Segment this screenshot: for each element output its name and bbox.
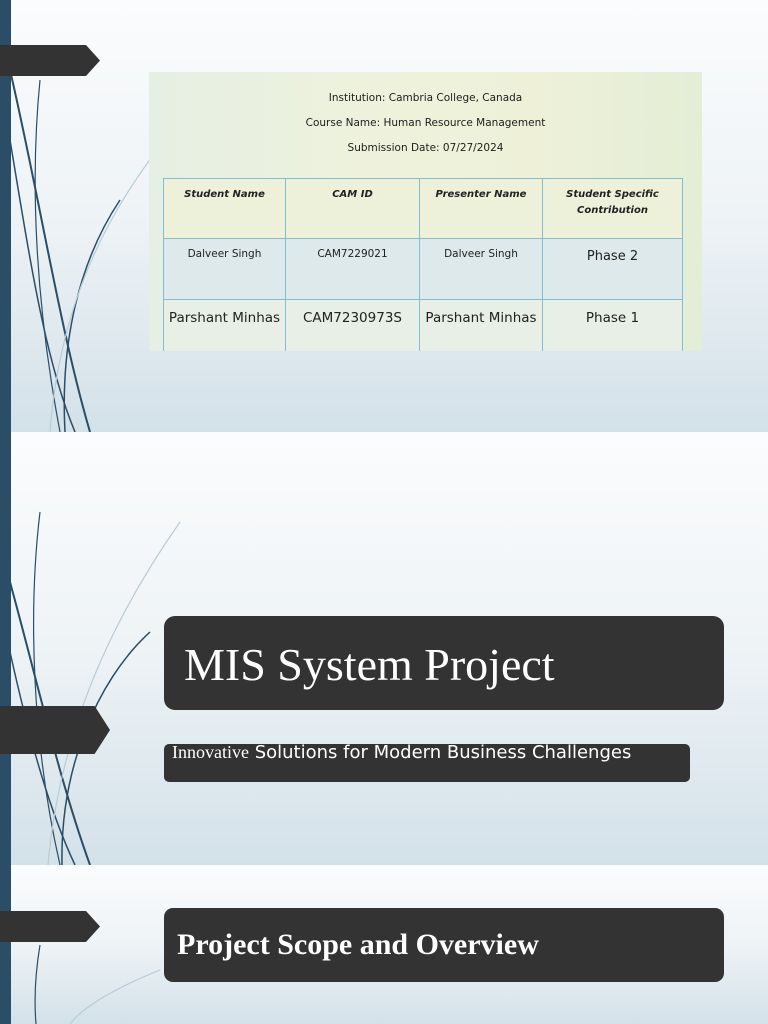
course-line: Course Name: Human Resource Management	[305, 117, 546, 129]
subtitle-first-word: Innovative	[172, 742, 249, 762]
student-table: Student Name CAM ID Presenter Name Stude…	[163, 178, 683, 351]
slide-side-bar	[0, 865, 11, 1024]
table-cell: CAM7229021	[285, 238, 420, 300]
table-cell: Dalveer Singh	[419, 238, 543, 300]
arrow-tab	[0, 706, 110, 754]
subtitle-rest: Solutions for Modern Business Challenges	[248, 742, 632, 763]
table-header-cell: Student Specific Contribution	[542, 178, 683, 239]
table-cell: Phase 2	[542, 238, 683, 300]
table-header-row: Student Name CAM ID Presenter Name Stude…	[163, 178, 683, 239]
table-row: Parshant Minhas CAM7230973S Parshant Min…	[163, 299, 683, 351]
title-box: Project Scope and Overview	[164, 908, 724, 982]
table-header-cell: Student Name	[163, 178, 286, 239]
slide-side-bar	[0, 0, 11, 432]
slide-3: Project Scope and Overview	[0, 865, 768, 1024]
slide-title: Project Scope and Overview	[177, 928, 539, 961]
table-row: Dalveer Singh CAM7229021 Dalveer Singh P…	[163, 238, 683, 300]
slide-subtitle: Innovative Solutions for Modern Business…	[172, 741, 692, 764]
slide-side-bar	[0, 432, 11, 865]
submission-date-line: Submission Date: 07/27/2024	[347, 142, 504, 154]
slide-title: MIS System Project	[184, 639, 555, 690]
arrow-tab	[0, 911, 100, 942]
table-header-cell: Presenter Name	[419, 178, 543, 239]
document-image: Institution: Cambria College, Canada Cou…	[149, 72, 702, 351]
table-cell: Parshant Minhas	[163, 299, 286, 351]
table-cell: Parshant Minhas	[419, 299, 543, 351]
arrow-tab	[0, 45, 100, 76]
institution-line: Institution: Cambria College, Canada	[328, 92, 523, 104]
subtitle-box: Innovative Solutions for Modern Business…	[164, 741, 692, 782]
table-header-cell: CAM ID	[285, 178, 420, 239]
slide-2: MIS System Project Innovative Solutions …	[0, 432, 768, 865]
table-cell: Dalveer Singh	[163, 238, 286, 300]
table-cell: Phase 1	[542, 299, 683, 351]
table-cell: CAM7230973S	[285, 299, 420, 351]
slide-1: Institution: Cambria College, Canada Cou…	[0, 0, 768, 432]
title-box: MIS System Project	[164, 616, 724, 710]
